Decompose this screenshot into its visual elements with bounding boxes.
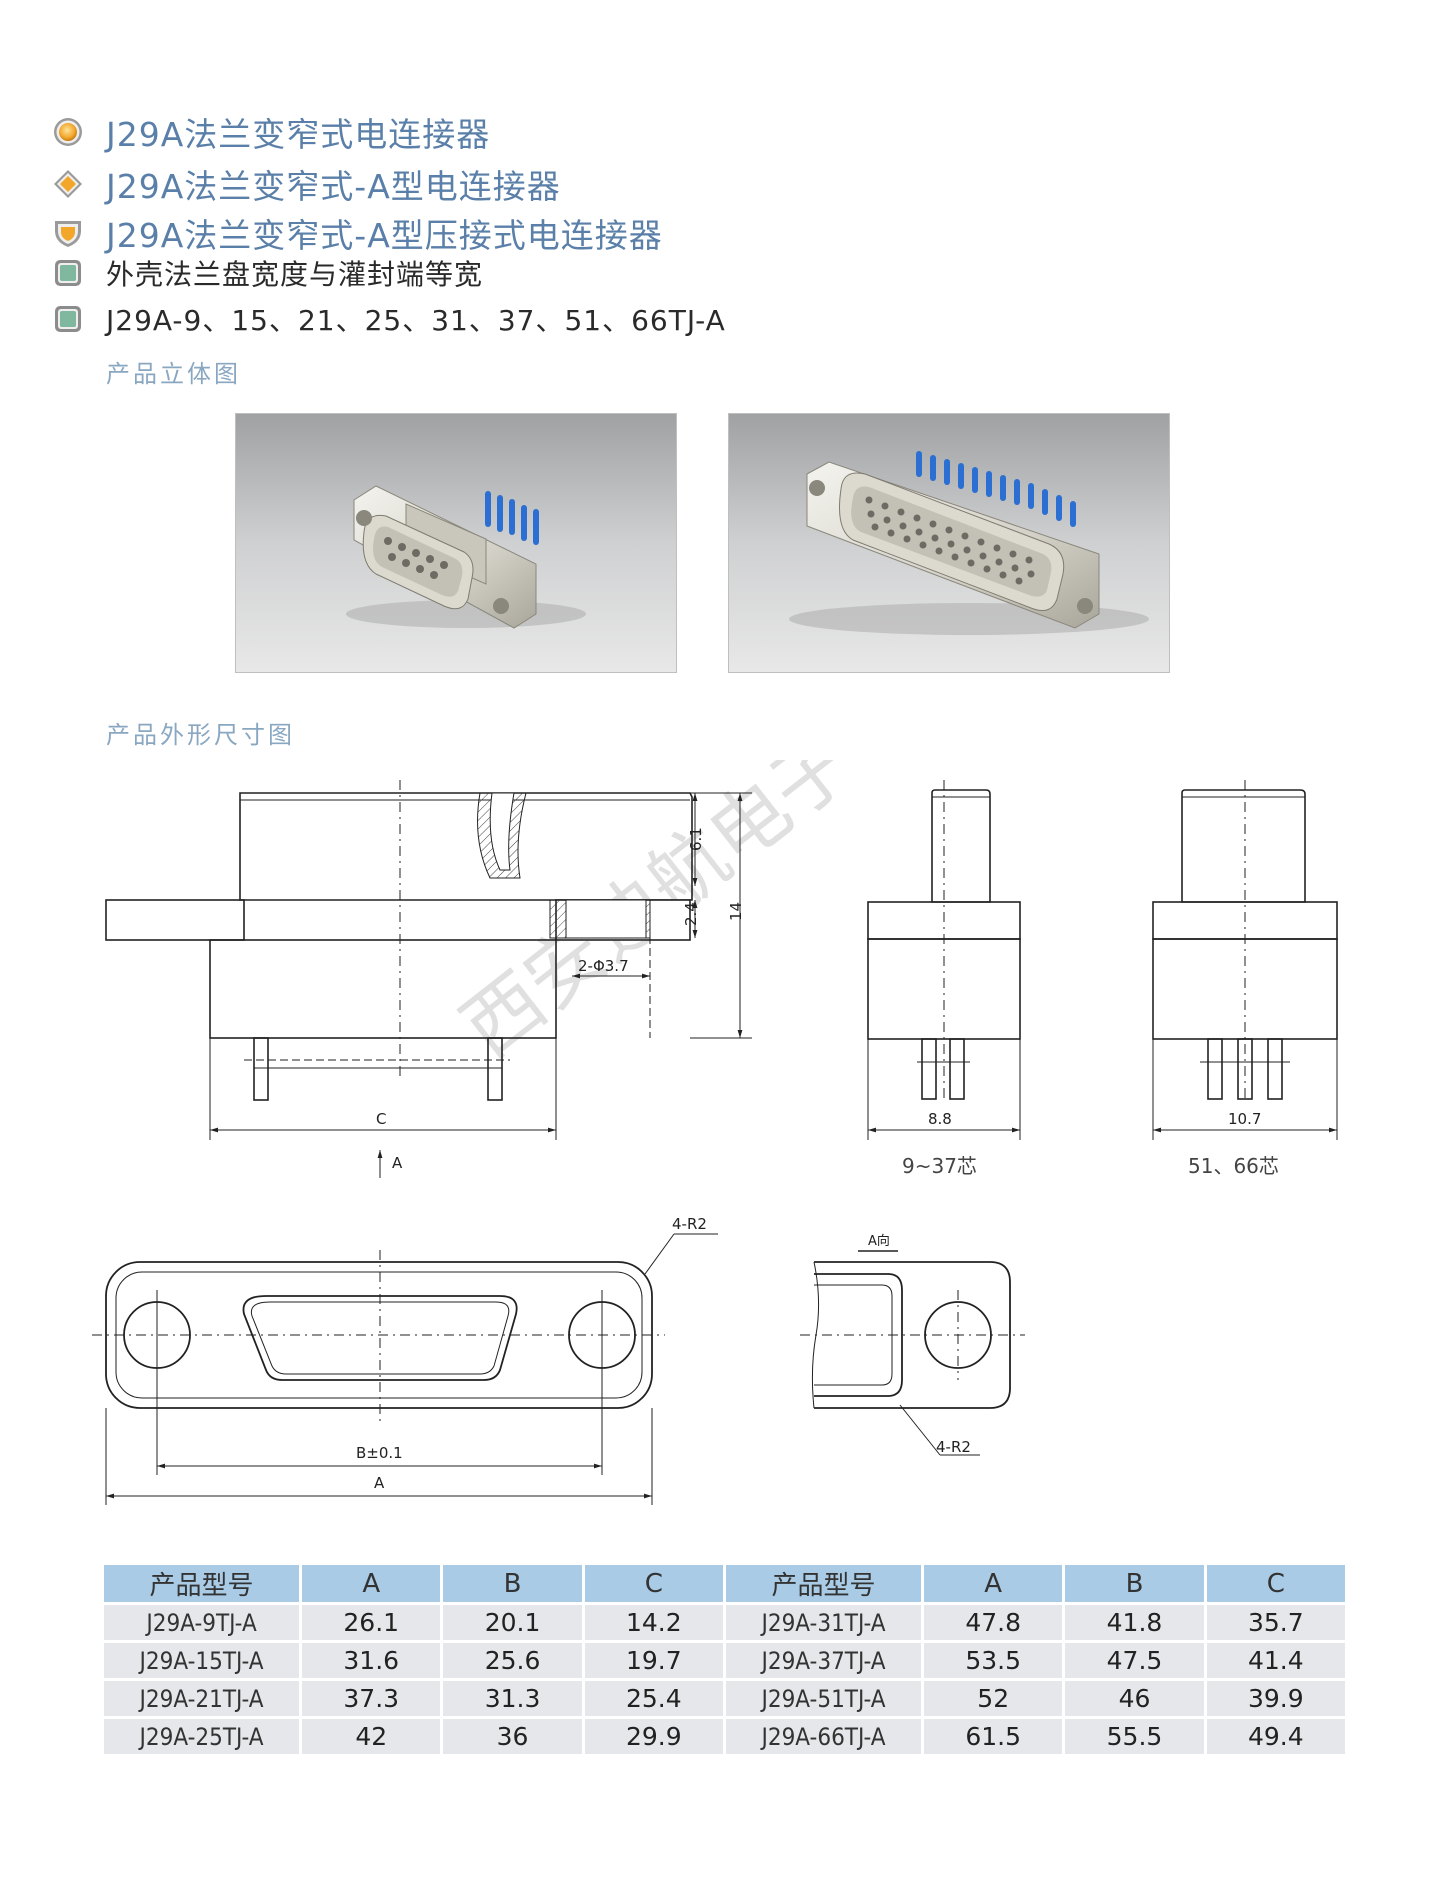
cell-a: 31.6	[300, 1641, 444, 1681]
cell-model: J29A-9TJ-A	[104, 1603, 303, 1643]
header-a-right: A	[922, 1565, 1066, 1605]
dim-c: C	[376, 1110, 386, 1128]
cell-c: 19.7	[583, 1641, 726, 1681]
cell-model: J29A-51TJ-A	[724, 1679, 925, 1719]
shield-bullet-icon	[55, 221, 81, 247]
view-arrow-label: A	[392, 1154, 403, 1172]
cell-a: 52	[922, 1679, 1066, 1719]
a-view-detail	[800, 1250, 1025, 1456]
subtitle-crimp: J29A法兰变窄式-A型压接式电连接器	[106, 216, 663, 255]
heading-row-1: J29A法兰变窄式电连接器	[52, 108, 490, 156]
cell-a: 42	[300, 1717, 444, 1757]
dimension-drawing: 西安迪航电子 6.1 2.4 14 2-	[92, 760, 1338, 1505]
hole-dim: 2-Φ3.7	[578, 957, 629, 975]
dim-6-1: 6.1	[687, 827, 705, 851]
table-row: J29A-21TJ-A 37.3 31.3 25.4 J29A-51TJ-A 5…	[104, 1679, 1349, 1719]
cell-a: 53.5	[922, 1641, 1066, 1681]
front-view-small	[867, 780, 1021, 1140]
dim-a: A	[374, 1474, 385, 1492]
caption-small-pin: 9~37芯	[902, 1154, 977, 1178]
diamond-bullet-icon	[54, 170, 82, 198]
cell-b: 41.8	[1063, 1603, 1207, 1643]
drawing-section-label: 产品外形尺寸图	[106, 721, 295, 749]
cell-model: J29A-66TJ-A	[724, 1717, 925, 1757]
dim-14: 14	[727, 902, 745, 921]
cell-b: 25.6	[441, 1641, 585, 1681]
product-photo-small	[235, 413, 677, 673]
circle-bullet-icon	[54, 118, 82, 146]
cell-c: 39.9	[1205, 1679, 1349, 1719]
flange-top-view	[92, 1233, 718, 1505]
table-row: J29A-9TJ-A 26.1 20.1 14.2 J29A-31TJ-A 47…	[104, 1603, 1349, 1643]
cell-a: 26.1	[300, 1603, 444, 1643]
radius-top-label: 4-R2	[672, 1215, 707, 1233]
cell-model: J29A-37TJ-A	[724, 1641, 925, 1681]
header-model-right: 产品型号	[724, 1565, 925, 1605]
header-a-left: A	[300, 1565, 444, 1605]
product-photo-large	[728, 413, 1170, 673]
cell-model: J29A-21TJ-A	[104, 1679, 303, 1719]
main-title: J29A法兰变窄式电连接器	[106, 115, 491, 154]
cell-model: J29A-31TJ-A	[724, 1603, 925, 1643]
heading-row-5: J29A-9、15、21、25、31、37、51、66TJ-A	[52, 299, 726, 339]
side-view	[105, 780, 752, 1140]
feature-note: 外壳法兰盘宽度与灌封端等宽	[106, 258, 484, 291]
heading-row-2: J29A法兰变窄式-A型电连接器	[52, 160, 561, 208]
cell-b: 36	[441, 1717, 585, 1757]
header-model-left: 产品型号	[104, 1565, 303, 1605]
dim-10-7: 10.7	[1228, 1110, 1261, 1128]
cell-a: 47.8	[922, 1603, 1066, 1643]
radius-bottom-label: 4-R2	[936, 1438, 971, 1456]
header-b-right: B	[1063, 1565, 1207, 1605]
front-view-large	[1152, 780, 1338, 1140]
cell-b: 55.5	[1063, 1717, 1207, 1757]
cell-b: 46	[1063, 1679, 1207, 1719]
dim-2-4: 2.4	[682, 902, 700, 926]
cell-c: 35.7	[1205, 1603, 1349, 1643]
cell-model: J29A-15TJ-A	[104, 1641, 303, 1681]
table-row: J29A-25TJ-A 42 36 29.9 J29A-66TJ-A 61.5 …	[104, 1717, 1349, 1757]
model-list: J29A-9、15、21、25、31、37、51、66TJ-A	[106, 304, 726, 337]
cell-a: 61.5	[922, 1717, 1066, 1757]
cell-a: 37.3	[300, 1679, 444, 1719]
cell-b: 47.5	[1063, 1641, 1207, 1681]
cell-c: 25.4	[583, 1679, 726, 1719]
square-bullet-icon	[55, 306, 81, 332]
header-c-left: C	[583, 1565, 726, 1605]
header-b-left: B	[441, 1565, 585, 1605]
cell-model: J29A-25TJ-A	[104, 1717, 303, 1757]
table-row: J29A-15TJ-A 31.6 25.6 19.7 J29A-37TJ-A 5…	[104, 1641, 1349, 1681]
cell-b: 31.3	[441, 1679, 585, 1719]
square-bullet-icon	[55, 260, 81, 286]
dim-b: B±0.1	[356, 1444, 403, 1462]
spec-table: 产品型号 A B C 产品型号 A B C J29A-9TJ-A 26.1 20…	[104, 1565, 1349, 1757]
dim-8-8: 8.8	[928, 1110, 952, 1128]
side-view-dimensions	[210, 793, 743, 1178]
cell-c: 41.4	[1205, 1641, 1349, 1681]
heading-row-3: J29A法兰变窄式-A型压接式电连接器	[52, 209, 663, 257]
photos-section-label: 产品立体图	[106, 360, 241, 388]
caption-large-pin: 51、66芯	[1188, 1154, 1279, 1178]
cell-c: 49.4	[1205, 1717, 1349, 1757]
table-header-row: 产品型号 A B C 产品型号 A B C	[104, 1565, 1349, 1605]
header-c-right: C	[1205, 1565, 1349, 1605]
cell-c: 14.2	[583, 1603, 726, 1643]
view-a-label: A向	[868, 1233, 890, 1249]
heading-row-4: 外壳法兰盘宽度与灌封端等宽	[52, 253, 483, 293]
cell-c: 29.9	[583, 1717, 726, 1757]
subtitle-a-type: J29A法兰变窄式-A型电连接器	[106, 167, 561, 206]
cell-b: 20.1	[441, 1603, 585, 1643]
